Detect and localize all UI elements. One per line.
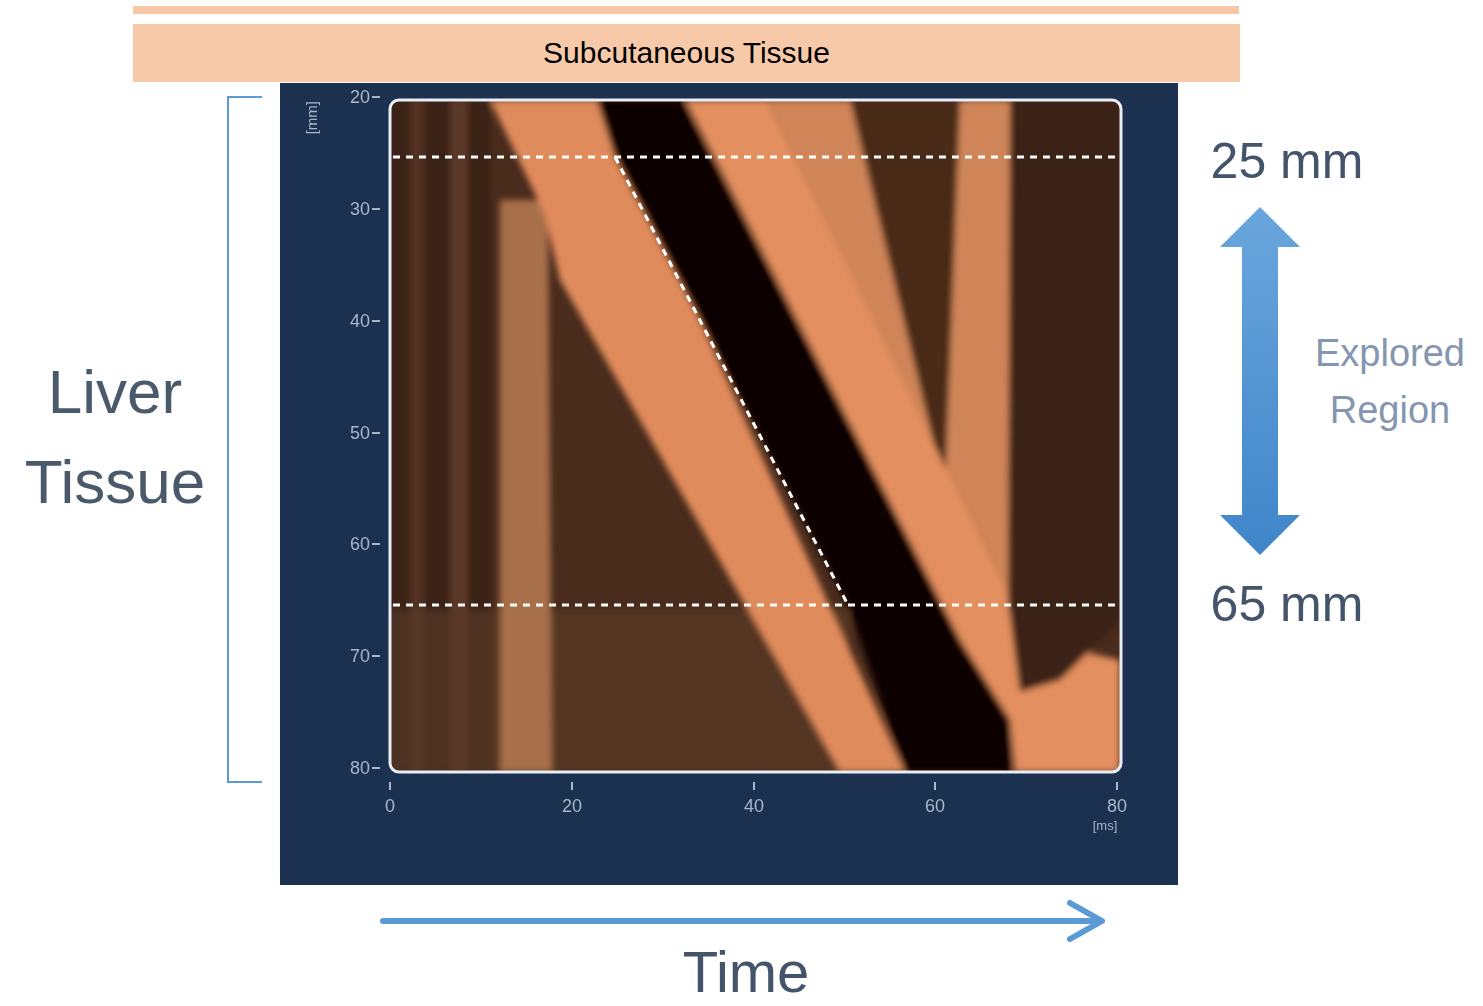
tissue-band: Subcutaneous Tissue — [133, 24, 1240, 82]
tick-label: 0 — [370, 796, 410, 817]
tick-label: 60 — [915, 796, 955, 817]
tick-label: 40 — [734, 796, 774, 817]
tick-label: 20 — [320, 87, 370, 108]
tick-label: 20 — [552, 796, 592, 817]
axis-unit: [ms] — [1080, 819, 1130, 834]
scan-panel — [280, 83, 1178, 885]
axis-unit: [mm] — [303, 88, 320, 148]
axis-title: Time — [636, 939, 856, 1006]
region-label: Explored Region — [1300, 325, 1480, 439]
tick-label: 80 — [320, 758, 370, 779]
top-strip — [133, 6, 1239, 14]
plot-border — [390, 100, 1121, 772]
depth-label: 65 mm — [1187, 576, 1387, 634]
region-label: Liver Tissue — [8, 347, 223, 527]
liver-bracket — [228, 97, 262, 782]
explored-double-arrow — [1220, 207, 1300, 555]
tick-label: 60 — [320, 534, 370, 555]
depth-markers — [393, 157, 1118, 605]
time-arrow — [383, 903, 1102, 939]
tick-label: 80 — [1097, 796, 1137, 817]
axis-ticks — [372, 97, 1117, 790]
elastogram — [390, 100, 1121, 772]
tick-label: 40 — [320, 311, 370, 332]
tick-label: 70 — [320, 646, 370, 667]
tick-label: 50 — [320, 423, 370, 444]
tick-label: 30 — [320, 199, 370, 220]
band-text: Subcutaneous Tissue — [543, 36, 830, 70]
depth-label: 25 mm — [1187, 133, 1387, 191]
